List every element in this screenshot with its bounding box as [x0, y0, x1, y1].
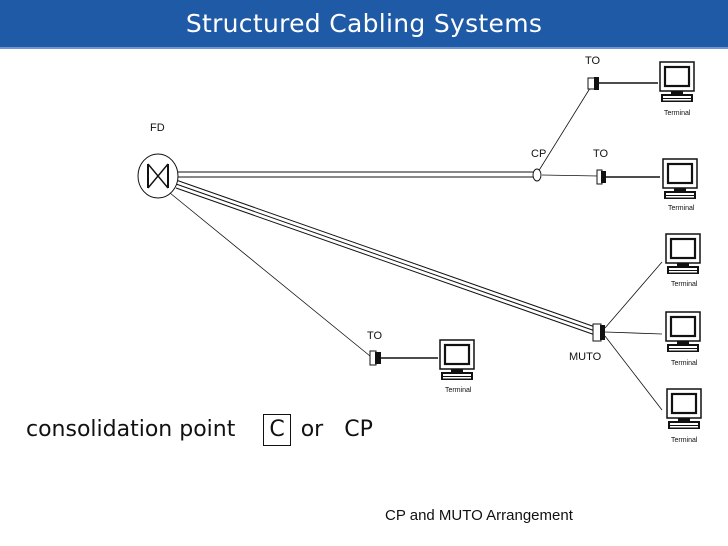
figure-caption: CP and MUTO Arrangement [385, 507, 574, 524]
terminal-icon [661, 157, 699, 201]
terminal-icon [664, 232, 702, 276]
terminal-icon [664, 310, 702, 354]
terminal-label: Terminal [668, 205, 695, 212]
outlet-top-icon [587, 77, 599, 90]
cp-abbreviation: CP [344, 417, 373, 442]
consolidation-prefix: consolidation point [26, 417, 236, 442]
terminal-label: Terminal [445, 387, 472, 394]
terminal-label: Terminal [671, 360, 698, 367]
to-label-bottom: TO [367, 330, 383, 342]
title-bar [0, 0, 728, 49]
fd-label: FD [150, 122, 165, 134]
or-word: or [300, 417, 324, 442]
cable-cp-to-to-mid [541, 174, 599, 177]
boxed-letter: C [263, 414, 291, 446]
cable-fd-to-muto [175, 179, 599, 337]
links-muto-to-terminals [604, 261, 663, 411]
cable-fd-to-cp [178, 171, 536, 178]
page-title: Structured Cabling Systems [185, 9, 543, 38]
consolidation-point-icon [532, 168, 542, 182]
to-label-middle: TO [593, 148, 609, 160]
muto-outlet-icon [592, 323, 605, 342]
terminal-label: Terminal [671, 437, 698, 444]
outlet-bottom-icon [369, 350, 381, 366]
to-label-top: TO [585, 55, 601, 67]
floor-distributor-icon [137, 153, 179, 199]
cable-cp-to-to-top [537, 84, 593, 173]
muto-label: MUTO [569, 351, 602, 363]
terminal-label: Terminal [664, 110, 691, 117]
outlet-middle-icon [596, 169, 606, 185]
terminal-icon [658, 60, 696, 104]
terminal-icon [438, 338, 476, 382]
cp-label: CP [531, 148, 546, 160]
cable-fd-to-to-bottom [169, 192, 371, 357]
terminal-label: Terminal [671, 281, 698, 288]
terminal-icon [665, 387, 703, 431]
